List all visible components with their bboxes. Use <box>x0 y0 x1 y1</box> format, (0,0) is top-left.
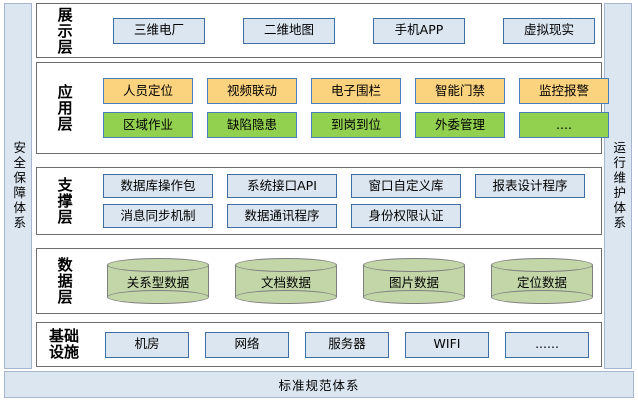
right-rail-operations-system: 运行维护体系 <box>604 3 632 369</box>
layer-support: 支撑层 数据库操作包 系统接口API 窗口自定义库 报表设计程序 消息同步机制 … <box>36 167 602 235</box>
db-cylinder-image-data[interactable]: 图片数据 <box>363 258 465 304</box>
db-cylinder-relational-data[interactable]: 关系型数据 <box>107 258 209 304</box>
cylinder-top-icon <box>491 258 593 272</box>
node-virtual-reality[interactable]: 虚拟现实 <box>503 17 595 44</box>
node-identity-authorization[interactable]: 身份权限认证 <box>351 204 461 228</box>
layer-support-body: 数据库操作包 系统接口API 窗口自定义库 报表设计程序 消息同步机制 数据通讯… <box>91 168 601 234</box>
node-infrastructure-more[interactable]: ...... <box>505 331 589 358</box>
layer-infrastructure: 基础设施 机房 网络 服务器 WIFI ...... <box>36 322 602 367</box>
layer-application-row-1: 区域作业 缺陷隐患 到岗到位 外委管理 .... <box>91 112 609 138</box>
node-window-custom-library[interactable]: 窗口自定义库 <box>351 174 461 198</box>
layer-data-title: 数据层 <box>55 257 74 305</box>
cylinder-bottom-icon <box>107 290 209 304</box>
node-machine-room[interactable]: 机房 <box>105 331 189 358</box>
node-post-arrival[interactable]: 到岗到位 <box>311 112 401 138</box>
left-rail-label: 安全保障体系 <box>11 141 27 231</box>
layer-display-title: 展示层 <box>55 6 74 55</box>
layer-application-row-0: 人员定位 视频联动 电子围栏 智能门禁 监控报警 <box>91 78 609 104</box>
node-personnel-positioning[interactable]: 人员定位 <box>103 78 193 104</box>
layer-support-row-0: 数据库操作包 系统接口API 窗口自定义库 报表设计程序 <box>91 174 595 198</box>
bottom-bar-standards-system: 标准规范体系 <box>4 371 634 398</box>
node-2d-map[interactable]: 二维地图 <box>243 17 335 44</box>
layer-application-body: 人员定位 视频联动 电子围栏 智能门禁 监控报警 区域作业 缺陷隐患 到岗到位 … <box>91 63 615 153</box>
node-smart-access-control[interactable]: 智能门禁 <box>415 78 505 104</box>
cylinder-bottom-icon <box>235 290 337 304</box>
cylinder-bottom-icon <box>363 290 465 304</box>
layer-support-row-1: 消息同步机制 数据通讯程序 身份权限认证 <box>91 204 595 228</box>
node-network[interactable]: 网络 <box>205 331 289 358</box>
node-message-sync-mechanism[interactable]: 消息同步机制 <box>103 204 213 228</box>
right-rail-label: 运行维护体系 <box>611 141 627 231</box>
node-database-operation-package[interactable]: 数据库操作包 <box>103 174 213 198</box>
layer-display-row-0: 三维电厂 二维地图 手机APP 虚拟现实 <box>91 17 595 44</box>
node-data-communication-program[interactable]: 数据通讯程序 <box>227 204 337 228</box>
layer-application-title: 应用层 <box>55 84 74 132</box>
layer-infrastructure-row-0: 机房 网络 服务器 WIFI ...... <box>91 331 595 358</box>
layer-display-body: 三维电厂 二维地图 手机APP 虚拟现实 <box>91 4 601 57</box>
cylinder-top-icon <box>107 258 209 272</box>
layer-data-body: 关系型数据 文档数据 图片数据 定 <box>91 249 601 313</box>
layer-infrastructure-body: 机房 网络 服务器 WIFI ...... <box>91 323 601 366</box>
layer-data: 数据层 关系型数据 文档数据 <box>36 248 602 314</box>
node-video-linkage[interactable]: 视频联动 <box>207 78 297 104</box>
node-system-interface-api[interactable]: 系统接口API <box>227 174 337 198</box>
bottom-bar-label: 标准规范体系 <box>278 378 360 393</box>
layer-data-row-0: 关系型数据 文档数据 图片数据 定 <box>91 258 595 304</box>
node-defect-hazard[interactable]: 缺陷隐患 <box>207 112 297 138</box>
node-3d-plant[interactable]: 三维电厂 <box>113 17 205 44</box>
node-server[interactable]: 服务器 <box>305 331 389 358</box>
cylinder-bottom-icon <box>491 290 593 304</box>
node-area-operation[interactable]: 区域作业 <box>103 112 193 138</box>
layer-display: 展示层 三维电厂 二维地图 手机APP 虚拟现实 <box>36 3 602 58</box>
node-report-design-program[interactable]: 报表设计程序 <box>475 174 585 198</box>
layer-support-title: 支撑层 <box>55 177 74 225</box>
left-rail-security-system: 安全保障体系 <box>4 3 32 369</box>
cylinder-top-icon <box>235 258 337 272</box>
node-wifi[interactable]: WIFI <box>405 331 489 358</box>
db-cylinder-positioning-data[interactable]: 定位数据 <box>491 258 593 304</box>
node-electronic-fence[interactable]: 电子围栏 <box>311 78 401 104</box>
cylinder-top-icon <box>363 258 465 272</box>
layer-infrastructure-title: 基础设施 <box>48 327 79 361</box>
node-monitoring-alarm[interactable]: 监控报警 <box>519 78 609 104</box>
node-outsourcing-management[interactable]: 外委管理 <box>415 112 505 138</box>
node-application-more[interactable]: .... <box>519 112 609 138</box>
layer-application: 应用层 人员定位 视频联动 电子围栏 智能门禁 监控报警 区域作业 缺陷隐患 到… <box>36 62 609 154</box>
db-cylinder-document-data[interactable]: 文档数据 <box>235 258 337 304</box>
node-mobile-app[interactable]: 手机APP <box>373 17 465 44</box>
